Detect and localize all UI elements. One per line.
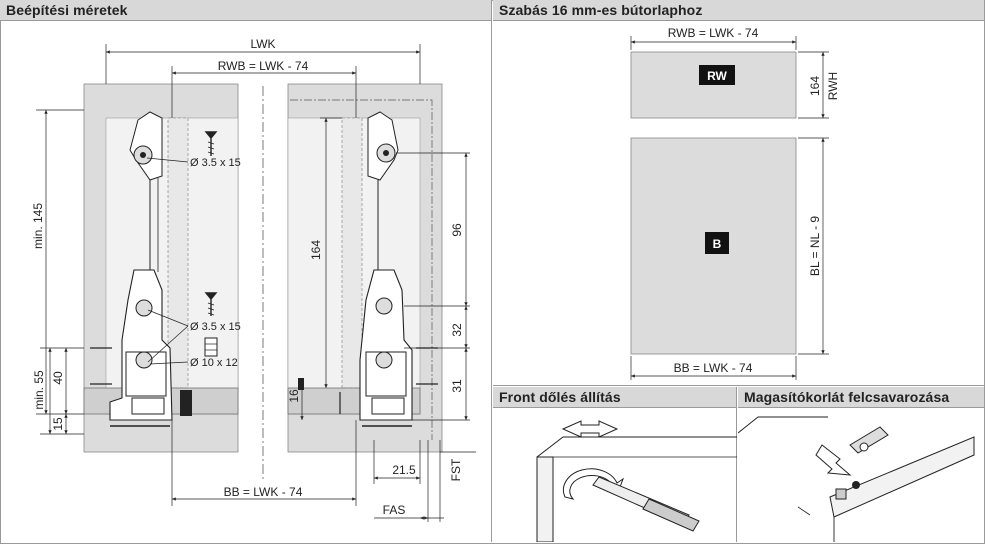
dim-min145 — [36, 109, 84, 415]
down-arrow-icon — [815, 444, 852, 476]
railing-illustration — [738, 416, 975, 542]
back-panel-rw — [630, 51, 797, 119]
dim-164-label: 164 — [309, 240, 323, 260]
dim-right-stack — [396, 152, 470, 421]
screw-label-1: Ø 3.5 x 15 — [190, 157, 241, 169]
cutting-panel: Szabás 16 mm-es bútorlaphoz RW RWB = LWK… — [493, 0, 984, 386]
left-front-runner — [109, 269, 173, 427]
screw-icon — [204, 131, 218, 156]
dowel-label: Ø 10 x 12 — [190, 357, 238, 369]
double-arrow-icon — [561, 420, 619, 438]
dim-21-5-label: 21.5 — [392, 463, 416, 477]
dim-bb — [171, 420, 357, 506]
dim-15-label: 15 — [51, 417, 65, 431]
dim-32-label: 32 — [450, 323, 464, 337]
dim-cut-bl — [798, 137, 829, 355]
rw-label: RW — [707, 69, 727, 83]
dim-fas-label: FAS — [383, 503, 406, 517]
dim-40-label: 40 — [51, 371, 65, 385]
panel-edge-illustration — [829, 436, 975, 518]
railing-connector-illustration — [849, 426, 889, 454]
dim-fst — [427, 440, 476, 522]
right-front-runner — [359, 269, 413, 427]
screw-icon — [204, 292, 218, 316]
cutting-title: Szabás 16 mm-es bútorlaphoz — [493, 0, 984, 21]
installation-panel: Beépítési méretek — [0, 0, 492, 542]
dim-cut-bb-label: BB = LWK - 74 — [674, 361, 753, 375]
front-fixing-clip — [298, 378, 304, 390]
dowel-icon — [204, 337, 218, 357]
right-rear-bracket — [367, 111, 399, 270]
b-label-box — [705, 232, 729, 254]
dim-bb-label: BB = LWK - 74 — [224, 485, 303, 499]
dim-rwb-label: RWB = LWK - 74 — [218, 59, 309, 73]
rw-label-box — [699, 65, 735, 85]
screw-icon — [835, 488, 847, 500]
dim-31-label: 31 — [450, 379, 464, 393]
dim-lwk — [105, 44, 421, 84]
dim-lwk-label: LWK — [250, 37, 275, 51]
dim-cut-bb — [630, 356, 797, 380]
dim-164 — [320, 117, 342, 388]
dim-cut-rwb-label: RWB = LWK - 74 — [668, 26, 759, 40]
screw-icon — [852, 481, 860, 489]
screw-leaders — [146, 157, 189, 365]
dim-96-label: 96 — [450, 223, 464, 237]
dim-cut-164 — [798, 51, 829, 119]
dim-fst-label: FST — [449, 458, 463, 481]
drawer-front-illustration — [536, 456, 554, 542]
left-rear-bracket — [129, 111, 163, 272]
front-fixing-clip — [180, 390, 192, 416]
b-label: B — [713, 237, 722, 251]
dim-21-5 — [373, 440, 421, 484]
left-back-panel — [167, 117, 189, 389]
railing-title: Magasítókorlát felcsavarozása — [738, 387, 984, 408]
front-tilt-illustration — [536, 420, 737, 542]
dim-16-label: 16 — [287, 389, 301, 403]
dim-min145-label: min. 145 — [31, 203, 45, 249]
cutting-diagram: RW RWB = LWK - 74 164 RWH B BL = NL - 9 … — [630, 26, 840, 380]
installation-title: Beépítési méretek — [0, 0, 491, 21]
dim-cut-rwh-label: RWH — [826, 72, 840, 100]
screw-label-2: Ø 3.5 x 15 — [190, 321, 241, 333]
dim-cut-bl-label: BL = NL - 9 — [808, 216, 822, 276]
railing-panel: Magasítókorlát felcsavarozása — [738, 387, 984, 542]
dim-cut-164-label: 164 — [808, 76, 822, 96]
dim-cut-rwb — [630, 36, 797, 50]
front-tilt-title: Front dőlés állítás — [493, 387, 736, 408]
right-dashdot-outline — [290, 99, 433, 440]
installation-diagram: Ø 3.5 x 15 Ø 3.5 x 15 Ø 10 x 12 LWK RWB … — [31, 37, 476, 522]
dim-rwb — [171, 66, 357, 118]
dim-min55-label: min. 55 — [32, 370, 46, 410]
dim-min55 — [40, 347, 84, 435]
right-back-panel — [341, 117, 363, 389]
front-tilt-panel: Front dőlés állítás — [493, 387, 737, 542]
